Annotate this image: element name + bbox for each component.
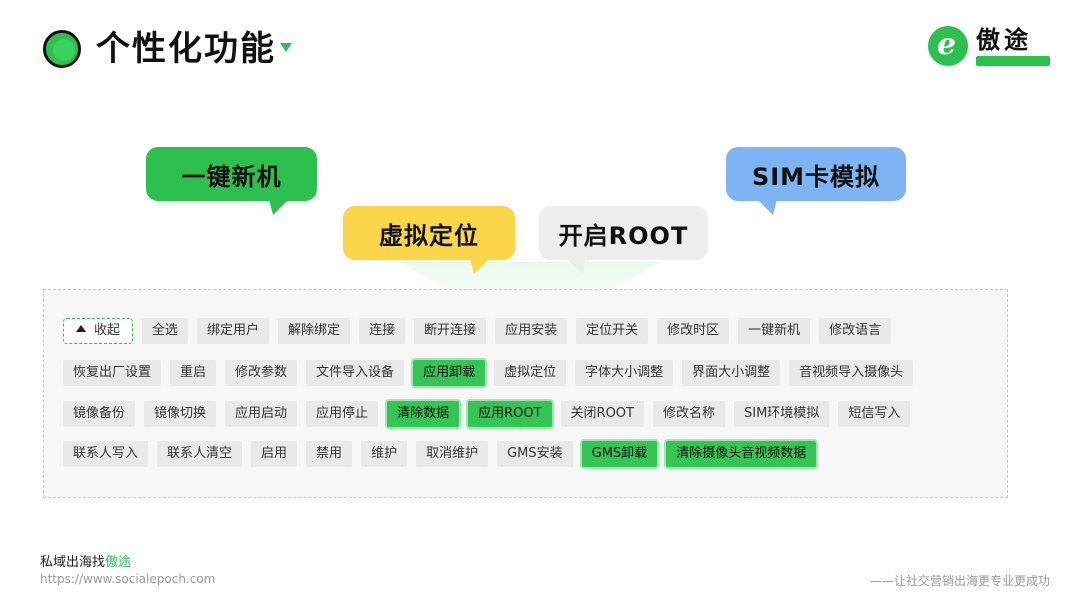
logo-e-icon [928, 26, 968, 66]
bubble-one-key-new-device: 一键新机 [146, 147, 317, 201]
function-panel: 收起 全选绑定用户解除绑定连接断开连接应用安装定位开关修改时区一键新机修改语言 … [43, 289, 1008, 498]
footer-url: https://www.socialepoch.com [40, 572, 216, 586]
function-chip[interactable]: 修改名称 [652, 401, 725, 427]
function-chip[interactable]: 应用卸载 [413, 360, 486, 386]
function-chip[interactable]: 应用ROOT [468, 401, 552, 427]
function-chip[interactable]: 清除数据 [387, 401, 460, 427]
function-chip[interactable]: 恢复出厂设置 [63, 360, 162, 386]
function-chip[interactable]: 镜像备份 [63, 401, 136, 427]
row-4-chips: 联系人写入联系人清空启用禁用维护取消维护 GMS安装 GMS卸载清除摄像头音视频数据 [63, 441, 825, 467]
function-chip[interactable]: 断开连接 [414, 318, 487, 344]
function-chip[interactable]: 镜像切换 [144, 401, 217, 427]
caret-down-icon [280, 43, 292, 52]
function-chip[interactable]: 清除摄像头音视频数据 [666, 441, 817, 467]
function-chip[interactable]: 应用启动 [225, 401, 298, 427]
function-row-2: 恢复出厂设置重启修改参数文件导入设备应用卸载虚拟定位字体大小调整界面大小调整音视… [63, 360, 922, 386]
footer-title-prefix: 私域出海找 [40, 555, 106, 570]
function-chip[interactable]: 短信写入 [838, 401, 911, 427]
function-chip[interactable]: 定位开关 [576, 318, 649, 344]
function-chip[interactable]: 字体大小调整 [575, 360, 674, 386]
arrow-up-icon [76, 325, 86, 332]
bubble-virtual-location: 虚拟定位 [343, 206, 515, 260]
function-chip[interactable]: 修改参数 [225, 360, 298, 386]
function-chip[interactable]: 联系人清空 [157, 441, 243, 467]
function-chip[interactable]: 连接 [359, 318, 406, 344]
function-chip[interactable]: 音视频导入摄像头 [789, 360, 914, 386]
function-chip[interactable]: 一键新机 [738, 318, 811, 344]
bubble-sim-card-simulation: SIM卡模拟 [726, 147, 906, 201]
page-title: 个性化功能 [96, 29, 276, 69]
row-1-chips: 全选绑定用户解除绑定连接断开连接应用安装定位开关修改时区一键新机修改语言 [142, 318, 900, 344]
function-chip[interactable]: 启用 [251, 441, 298, 467]
function-chip[interactable]: 界面大小调整 [682, 360, 781, 386]
function-chip[interactable]: 文件导入设备 [306, 360, 405, 386]
title-dot-icon [43, 30, 81, 68]
row-2-chips: 恢复出厂设置重启修改参数文件导入设备应用卸载虚拟定位字体大小调整界面大小调整音视… [63, 360, 922, 386]
function-chip[interactable]: 虚拟定位 [494, 360, 567, 386]
function-chip[interactable]: 绑定用户 [197, 318, 270, 344]
function-chip[interactable]: 应用安装 [495, 318, 568, 344]
function-chip[interactable]: 应用停止 [306, 401, 379, 427]
function-row-3: 镜像备份镜像切换应用启动应用停止清除数据应用ROOT 关闭ROOT 修改名称 SIM环… [63, 401, 919, 427]
function-row-4: 联系人写入联系人清空启用禁用维护取消维护 GMS安装 GMS卸载清除摄像头音视频数据 [63, 441, 825, 467]
logo-name: 傲途 [976, 26, 1032, 54]
collapse-label: 收起 [94, 323, 121, 338]
function-chip[interactable]: SIM环境模拟 [734, 401, 830, 427]
function-chip[interactable]: GMS卸载 [581, 441, 658, 467]
function-chip[interactable]: 维护 [361, 441, 408, 467]
bubble-enable-root: 开启ROOT [539, 206, 708, 260]
function-chip[interactable]: GMS安装 [497, 441, 573, 467]
row-3-chips: 镜像备份镜像切换应用启动应用停止清除数据应用ROOT 关闭ROOT 修改名称 SIM环… [63, 401, 919, 427]
function-chip[interactable]: 禁用 [306, 441, 353, 467]
function-chip[interactable]: 修改时区 [657, 318, 730, 344]
function-chip[interactable]: 取消维护 [416, 441, 489, 467]
function-row-1: 收起 全选绑定用户解除绑定连接断开连接应用安装定位开关修改时区一键新机修改语言 [63, 318, 900, 344]
logo-subline [976, 56, 1050, 66]
function-chip[interactable]: 关闭ROOT [560, 401, 644, 427]
brand-logo: 傲途 [928, 26, 1050, 70]
function-chip[interactable]: 重启 [170, 360, 217, 386]
function-chip[interactable]: 修改语言 [819, 318, 892, 344]
collapse-button[interactable]: 收起 [63, 318, 134, 344]
footer-title-accent: 傲途 [105, 555, 132, 570]
function-chip[interactable]: 全选 [142, 318, 189, 344]
function-chip[interactable]: 联系人写入 [63, 441, 149, 467]
function-chip[interactable]: 解除绑定 [278, 318, 351, 344]
footer-slogan: ——让社交营销出海更专业更成功 [869, 574, 1050, 588]
footer-title: 私域出海找傲途 [40, 551, 131, 570]
